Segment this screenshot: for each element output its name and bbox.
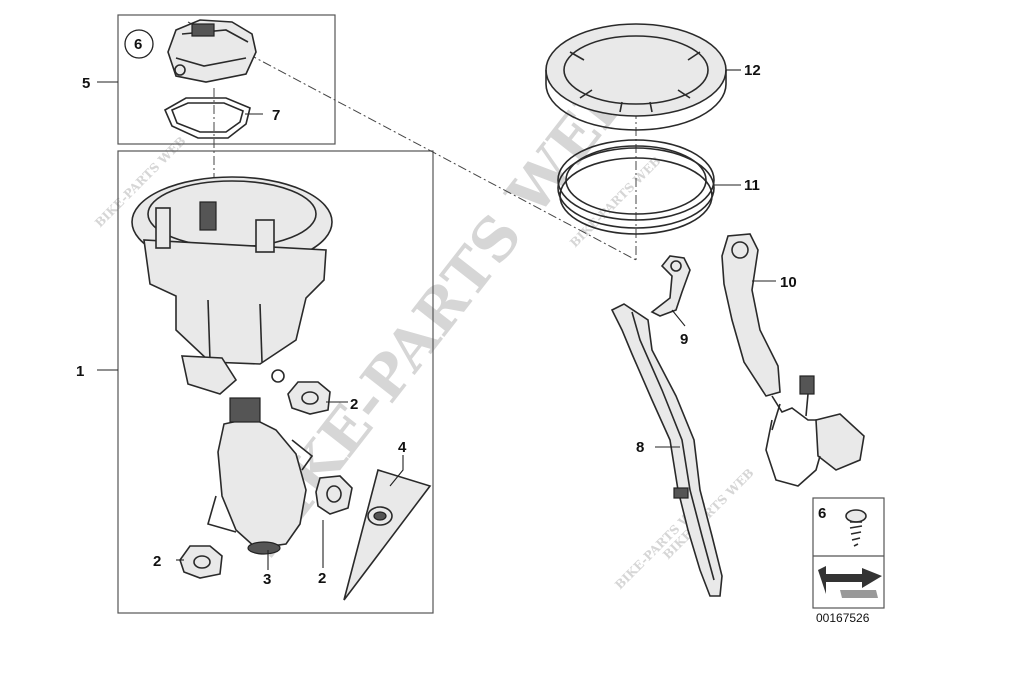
filter-part-4 xyxy=(343,468,432,601)
gasket-part-7 xyxy=(163,97,251,139)
clip-part-2-upper xyxy=(287,381,331,415)
callout-2-middle: 2 xyxy=(318,570,326,587)
pump-unit-part-3 xyxy=(207,397,314,555)
group-box-5 xyxy=(117,14,336,145)
clip-part-9 xyxy=(650,255,691,317)
diagram-number: 00167526 xyxy=(816,611,870,625)
callout-6-inset: 6 xyxy=(818,505,826,522)
callout-2-lower: 2 xyxy=(153,553,161,570)
callout-12: 12 xyxy=(744,62,761,79)
screw-icon xyxy=(845,509,867,547)
pump-cover-part-5 xyxy=(167,19,257,83)
svg-text:6: 6 xyxy=(134,36,142,53)
callout-4: 4 xyxy=(398,439,407,456)
callout-8: 8 xyxy=(636,439,644,456)
sealing-ring-part-11 xyxy=(557,139,715,235)
fuel-level-sensor-part-10 xyxy=(721,233,865,487)
callout-7: 7 xyxy=(272,107,280,124)
callout-6-circle: 6 xyxy=(124,29,154,59)
callout-9: 9 xyxy=(680,331,688,348)
inset-box xyxy=(812,497,885,609)
fuel-pump-housing-part-1 xyxy=(131,176,333,395)
callout-11: 11 xyxy=(744,177,760,194)
callout-10: 10 xyxy=(780,274,797,291)
callout-3: 3 xyxy=(263,571,271,588)
arrow-icon xyxy=(818,566,882,598)
callout-2-upper: 2 xyxy=(350,396,358,413)
callout-1: 1 xyxy=(76,363,84,380)
clip-part-2-middle xyxy=(315,475,353,515)
fuel-level-sensor-part-8 xyxy=(610,303,723,597)
group-box-1 xyxy=(117,150,434,614)
clip-part-2-lower xyxy=(179,545,223,579)
callout-5: 5 xyxy=(82,75,90,92)
